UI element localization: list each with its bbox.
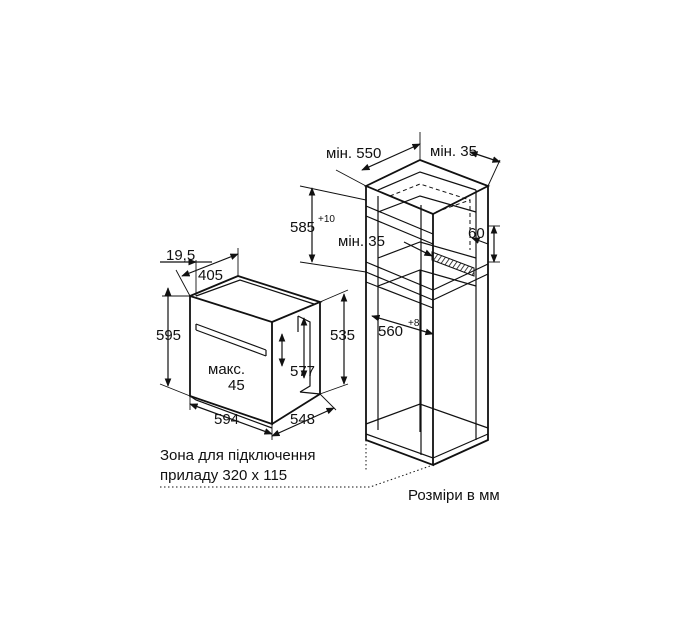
oven-dimensions xyxy=(159,248,349,440)
label-585-tolerance: +10 xyxy=(318,214,335,225)
label-560: 560 xyxy=(378,323,403,340)
label-units: Розміри в мм xyxy=(408,487,500,504)
label-594: 594 xyxy=(214,411,239,428)
label-connection-zone-2: приладу 320 x 115 xyxy=(160,467,287,484)
label-connection-zone-1: Зона для підключення xyxy=(160,447,315,464)
label-min-550: мін. 550 xyxy=(326,145,381,162)
label-45: 45 xyxy=(228,377,245,394)
label-19-5: 19,5 xyxy=(166,247,195,264)
label-535: 535 xyxy=(330,327,355,344)
dimension-labels: мін. 550 мін. 35 585 +10 мін. 35 60 560 … xyxy=(156,143,500,504)
label-min-35-top: мін. 35 xyxy=(430,143,477,160)
label-595: 595 xyxy=(156,327,181,344)
label-548: 548 xyxy=(290,411,315,428)
label-maks: макс. xyxy=(208,361,245,378)
label-405: 405 xyxy=(198,267,223,284)
label-min-35-mid: мін. 35 xyxy=(338,233,385,250)
label-577: 577 xyxy=(290,363,315,380)
label-560-tolerance: +8 xyxy=(408,318,420,329)
tall-cabinet xyxy=(160,159,491,488)
label-60: 60 xyxy=(468,225,485,242)
oven xyxy=(189,275,323,429)
cabinet-dimensions xyxy=(299,132,501,336)
label-585: 585 xyxy=(290,219,315,236)
